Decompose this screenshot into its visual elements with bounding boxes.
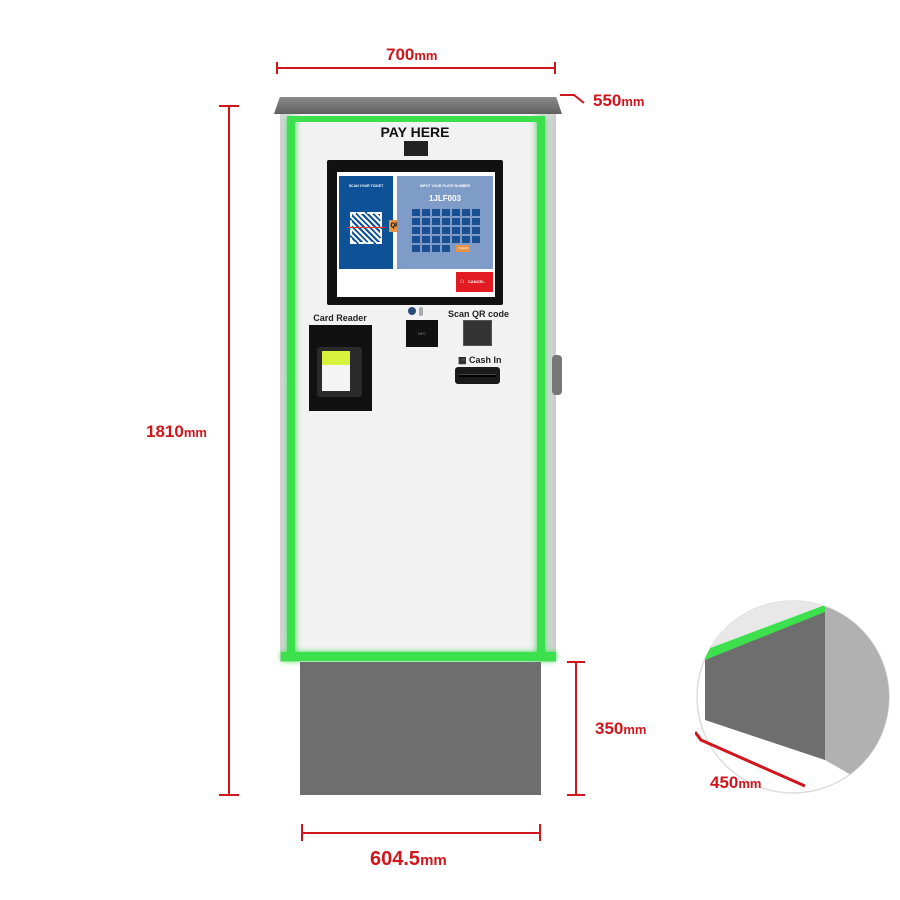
cabinet-base <box>300 662 541 795</box>
scan-ticket-title: SCAN YOUR TICKET <box>348 184 384 188</box>
base-height-dimension-line <box>575 662 577 795</box>
key[interactable] <box>432 209 440 216</box>
dimension-tick <box>554 62 556 74</box>
key[interactable] <box>452 209 460 216</box>
scan-qr-label: Scan QR code <box>448 309 510 319</box>
plate-number[interactable]: 1JLF003 <box>428 194 462 203</box>
scan-ticket-panel[interactable]: SCAN YOUR TICKET <box>339 176 393 269</box>
pay-here-header: PAY HERE <box>380 124 450 140</box>
qr-scanner[interactable] <box>463 320 492 346</box>
key[interactable] <box>432 236 440 243</box>
key[interactable] <box>432 227 440 234</box>
base-height-label: 350mm <box>595 719 647 738</box>
touch-screen[interactable]: SCAN YOUR TICKET QR INPUT YOUR PLATE NUM… <box>327 160 503 305</box>
key[interactable] <box>442 218 450 225</box>
home-icon: ⌂ <box>460 278 465 285</box>
dimension-tick <box>276 62 278 74</box>
dimension-tick <box>219 794 239 796</box>
key[interactable] <box>452 218 460 225</box>
key[interactable] <box>442 227 450 234</box>
key[interactable] <box>472 218 480 225</box>
height-dimension-line <box>228 106 230 795</box>
base-detail-inset <box>695 600 890 794</box>
card-reader[interactable] <box>309 325 372 411</box>
led-strip-right <box>537 118 545 658</box>
plate-input-panel: INPUT YOUR PLATE NUMBER 1JLF003 CLEAR <box>397 176 493 269</box>
key[interactable] <box>452 236 460 243</box>
key[interactable] <box>422 245 430 252</box>
width-label: 700mm <box>386 45 438 64</box>
cash-slot[interactable] <box>455 367 500 384</box>
key[interactable] <box>462 218 470 225</box>
key[interactable] <box>462 209 470 216</box>
key[interactable] <box>412 209 420 216</box>
led-strip-bottom <box>281 652 556 661</box>
key[interactable] <box>432 245 440 252</box>
key[interactable] <box>432 218 440 225</box>
key[interactable] <box>412 218 420 225</box>
cash-in-label: ▦ Cash In <box>458 355 502 365</box>
depth-label: 550mm <box>593 91 645 110</box>
key[interactable] <box>472 227 480 234</box>
key[interactable] <box>472 209 480 216</box>
led-strip-top <box>287 116 545 122</box>
key[interactable] <box>412 236 420 243</box>
dimension-tick <box>301 824 303 841</box>
base-width-label: 604.5mm <box>370 848 447 870</box>
depth-arrow-icon <box>560 94 585 104</box>
cash-icon: ▦ <box>458 355 470 365</box>
card-reader-label: Card Reader <box>313 313 367 323</box>
keyboard[interactable]: CLEAR <box>411 208 483 253</box>
cabinet-top-cap <box>274 97 562 114</box>
key[interactable] <box>462 236 470 243</box>
key[interactable] <box>422 236 430 243</box>
cancel-button[interactable]: ⌂CANCEL <box>456 272 493 292</box>
microphone-icon <box>419 307 423 316</box>
width-dimension-line <box>276 67 556 69</box>
scan-line <box>347 227 385 228</box>
camera <box>404 141 428 156</box>
qr-code-icon <box>350 212 382 244</box>
dimension-tick <box>567 794 585 796</box>
key[interactable] <box>442 209 450 216</box>
key[interactable] <box>422 227 430 234</box>
plate-input-title: INPUT YOUR PLATE NUMBER <box>419 184 471 188</box>
led-strip-left <box>287 118 295 658</box>
base-width-dimension-line <box>301 832 541 834</box>
dimension-tick <box>567 661 585 663</box>
key[interactable] <box>422 218 430 225</box>
base-depth-label: 450mm <box>710 773 762 792</box>
contactless-icon <box>408 307 416 315</box>
key[interactable] <box>452 227 460 234</box>
side-lock <box>552 355 562 395</box>
height-label: 1810mm <box>146 422 207 441</box>
key[interactable] <box>412 245 420 252</box>
dimension-tick <box>219 105 239 107</box>
key[interactable] <box>442 245 450 252</box>
key[interactable] <box>472 236 480 243</box>
clear-key[interactable]: CLEAR <box>456 245 471 252</box>
key[interactable] <box>462 227 470 234</box>
key[interactable] <box>442 236 450 243</box>
key[interactable] <box>412 227 420 234</box>
nfc-reader[interactable]: NFC <box>406 320 438 347</box>
dimension-tick <box>539 824 541 841</box>
key[interactable] <box>422 209 430 216</box>
